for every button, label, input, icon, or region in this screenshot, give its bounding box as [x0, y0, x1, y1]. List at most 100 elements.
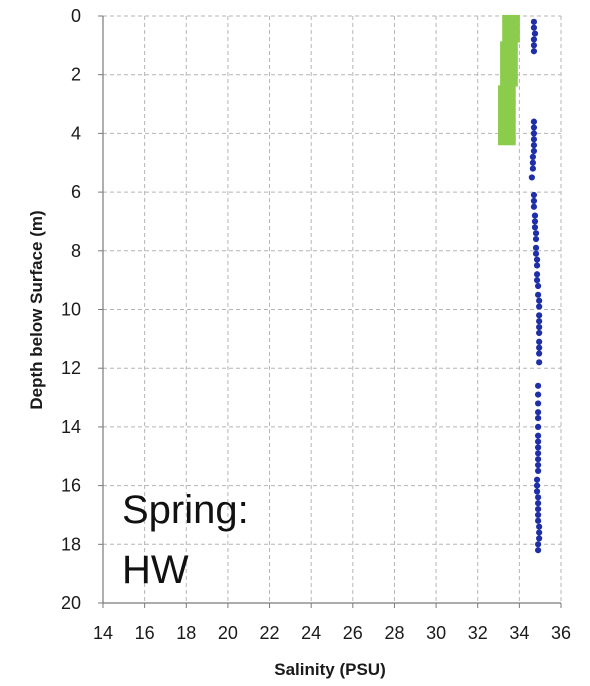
blue-data-point: [530, 118, 538, 125]
blue-data-point: [536, 303, 543, 310]
blue-data-point: [532, 250, 540, 257]
blue-data-point: [535, 517, 542, 524]
blue-data-point: [536, 318, 543, 325]
grid-lines: [103, 15, 562, 603]
green-data-bar: [502, 23, 520, 34]
green-data-bar: [498, 94, 516, 105]
green-data-bar: [502, 32, 520, 43]
blue-data-point: [529, 153, 536, 160]
blue-data-point: [535, 414, 542, 422]
blue-data-point: [530, 147, 538, 155]
y-tick-label: 0: [71, 6, 81, 26]
blue-data-point: [533, 476, 541, 483]
green-data-bar: [498, 85, 516, 96]
blue-data-point: [535, 444, 542, 451]
blue-data-point: [532, 230, 540, 237]
blue-data-point: [535, 467, 542, 475]
y-tick-label: 20: [61, 593, 81, 613]
blue-data-point: [535, 505, 542, 513]
y-axis-title: Depth below Surface (m): [27, 210, 46, 409]
blue-data-point: [535, 382, 542, 389]
blue-data-point: [531, 212, 539, 219]
x-tick-label: 22: [260, 623, 280, 643]
blue-data-point: [535, 282, 542, 290]
x-tick-label: 24: [301, 623, 321, 643]
blue-data-point: [533, 262, 541, 269]
blue-data-point: [533, 256, 541, 263]
y-tick-label: 12: [61, 358, 81, 378]
y-tick-label: 10: [61, 300, 81, 320]
blue-data-point: [535, 291, 542, 298]
blue-data-point: [535, 450, 542, 457]
green-data-bar: [500, 67, 518, 78]
blue-data-point: [529, 159, 536, 166]
green-data-bar: [498, 129, 516, 140]
blue-data-point: [533, 277, 541, 284]
green-data-bar: [502, 14, 520, 25]
x-tick-label: 36: [551, 623, 571, 643]
blue-data-point: [531, 224, 539, 231]
x-tick-label: 20: [218, 623, 238, 643]
blue-data-point: [532, 244, 540, 251]
y-tick-label: 18: [61, 534, 81, 554]
blue-data-point: [536, 338, 543, 345]
blue-data-point: [530, 197, 538, 205]
blue-data-point: [536, 312, 543, 319]
blue-data-point: [533, 271, 541, 278]
y-tick-label: 6: [71, 182, 81, 202]
blue-data-point: [530, 24, 538, 31]
y-tick-label: 2: [71, 65, 81, 85]
blue-data-point: [533, 482, 541, 489]
blue-data-point: [532, 235, 540, 243]
blue-data-point: [536, 297, 543, 304]
blue-data-point: [530, 136, 538, 143]
blue-data-point: [535, 456, 542, 463]
green-data-bar: [498, 120, 516, 131]
green-data-bar: [500, 50, 518, 61]
green-data-bar: [500, 76, 518, 87]
x-axis-title: Salinity (PSU): [274, 660, 385, 679]
blue-data-point: [528, 174, 535, 181]
x-tick-labels: 14 16 18 20 22 24 26 28 30 32 34 36: [93, 623, 571, 643]
blue-data-point: [535, 409, 542, 416]
green-data-bar: [498, 111, 516, 122]
blue-data-point: [536, 324, 543, 331]
blue-data-point: [536, 535, 543, 542]
green-series: [498, 14, 520, 146]
y-tick-label: 16: [61, 476, 81, 496]
y-tick-label: 4: [71, 123, 81, 143]
green-data-bar: [500, 41, 518, 52]
blue-data-point: [535, 391, 542, 398]
blue-data-point: [530, 124, 538, 131]
blue-data-point: [535, 438, 542, 445]
x-tick-label: 30: [426, 623, 446, 643]
x-tick-label: 14: [93, 623, 113, 643]
blue-data-point: [535, 461, 542, 469]
blue-data-point: [530, 130, 538, 137]
blue-data-point: [531, 218, 539, 225]
blue-data-point: [530, 142, 538, 149]
blue-data-point: [536, 329, 543, 337]
blue-data-point: [535, 541, 542, 548]
x-tick-label: 18: [176, 623, 196, 643]
blue-data-point: [536, 350, 543, 357]
blue-data-point: [529, 165, 536, 172]
green-data-bar: [498, 135, 516, 146]
x-tick-label: 32: [468, 623, 488, 643]
green-data-bar: [498, 102, 516, 113]
x-tick-label: 34: [509, 623, 529, 643]
y-tick-label: 14: [61, 417, 81, 437]
blue-data-point: [535, 547, 542, 554]
green-data-bar: [500, 58, 518, 69]
blue-data-point: [535, 511, 542, 519]
blue-series: [528, 18, 543, 554]
blue-data-point: [530, 48, 538, 55]
blue-data-point: [536, 359, 543, 366]
x-tick-label: 28: [384, 623, 404, 643]
x-tick-label: 26: [343, 623, 363, 643]
x-tick-label: 16: [135, 623, 155, 643]
axes: [98, 15, 562, 608]
blue-data-point: [535, 500, 542, 507]
